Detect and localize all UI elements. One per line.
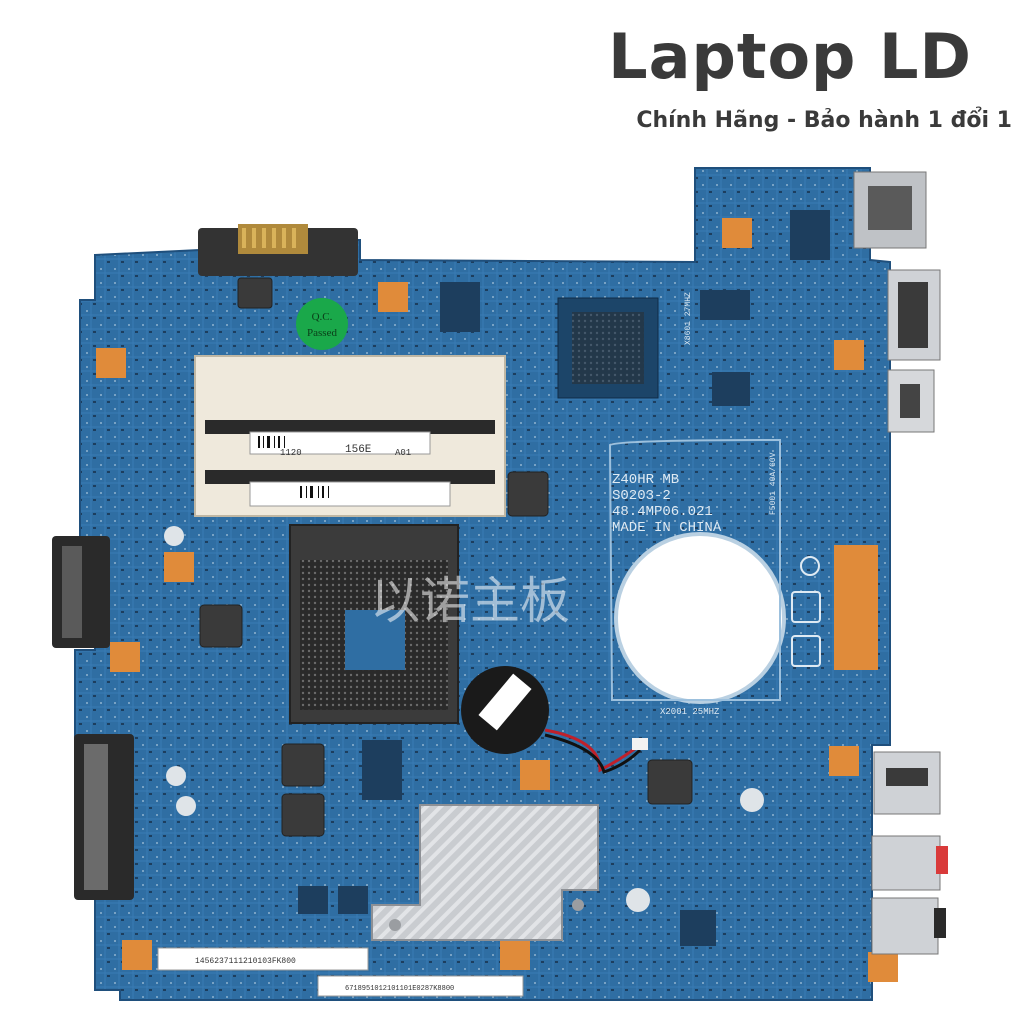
model-line-4: MADE IN CHINA bbox=[612, 520, 722, 536]
model-silkscreen: Z40HR MB S0203-2 48.4MP06.021 MADE IN CH… bbox=[612, 472, 722, 536]
watermark-text: 以诺主板 bbox=[370, 572, 570, 630]
usb-port bbox=[873, 751, 941, 815]
vga-port bbox=[887, 269, 941, 361]
heatsink bbox=[371, 804, 599, 941]
ram-label-code-3: A01 bbox=[395, 448, 411, 458]
lan-port bbox=[853, 171, 927, 249]
fan-hole bbox=[608, 438, 786, 704]
qc-sticker-line1: Q.C. bbox=[312, 311, 333, 323]
audio-jack-headphone bbox=[871, 897, 946, 955]
cpu-socket bbox=[289, 524, 459, 724]
battery-connector bbox=[198, 224, 358, 276]
serial-1: 1456237111210103FK800 bbox=[195, 957, 296, 966]
pcb-code: X8601 27MHZ bbox=[684, 292, 693, 345]
inductors bbox=[199, 277, 693, 837]
brand-header: Laptop LD bbox=[608, 22, 972, 92]
cmos-battery bbox=[461, 666, 648, 774]
qc-sticker-line2: Passed bbox=[307, 327, 337, 339]
fuse-label: F5001 40A/60V bbox=[769, 452, 778, 515]
hdmi-port bbox=[887, 369, 935, 433]
sata-connector bbox=[74, 734, 134, 900]
brand-title: Laptop LD bbox=[608, 20, 972, 93]
serial-2: 6718951012101101E0287K8800 bbox=[345, 985, 454, 993]
ram-slots: 1120 156E A01 bbox=[194, 355, 506, 517]
pcb-logos bbox=[791, 556, 821, 667]
copper-pads bbox=[96, 218, 898, 982]
smd-components bbox=[164, 210, 830, 946]
crystal-label: X2001 25MHZ bbox=[660, 707, 720, 717]
audio-jack-mic bbox=[871, 835, 948, 891]
brand-subtitle: Chính Hãng - Bảo hành 1 đổi 1 bbox=[636, 108, 1012, 133]
model-line-3: 48.4MP06.021 bbox=[612, 504, 713, 520]
model-line-2: S0203-2 bbox=[612, 488, 671, 504]
chipset bbox=[557, 297, 659, 399]
qc-sticker: Q.C. Passed bbox=[296, 298, 348, 350]
odd-connector bbox=[52, 536, 110, 648]
model-line-1: Z40HR MB bbox=[612, 472, 679, 488]
serial-stickers: 1456237111210103FK800 6718951012101101E0… bbox=[157, 947, 524, 997]
ram-label-code-1: 1120 bbox=[280, 448, 302, 458]
ram-label-code-2: 156E bbox=[345, 444, 372, 456]
